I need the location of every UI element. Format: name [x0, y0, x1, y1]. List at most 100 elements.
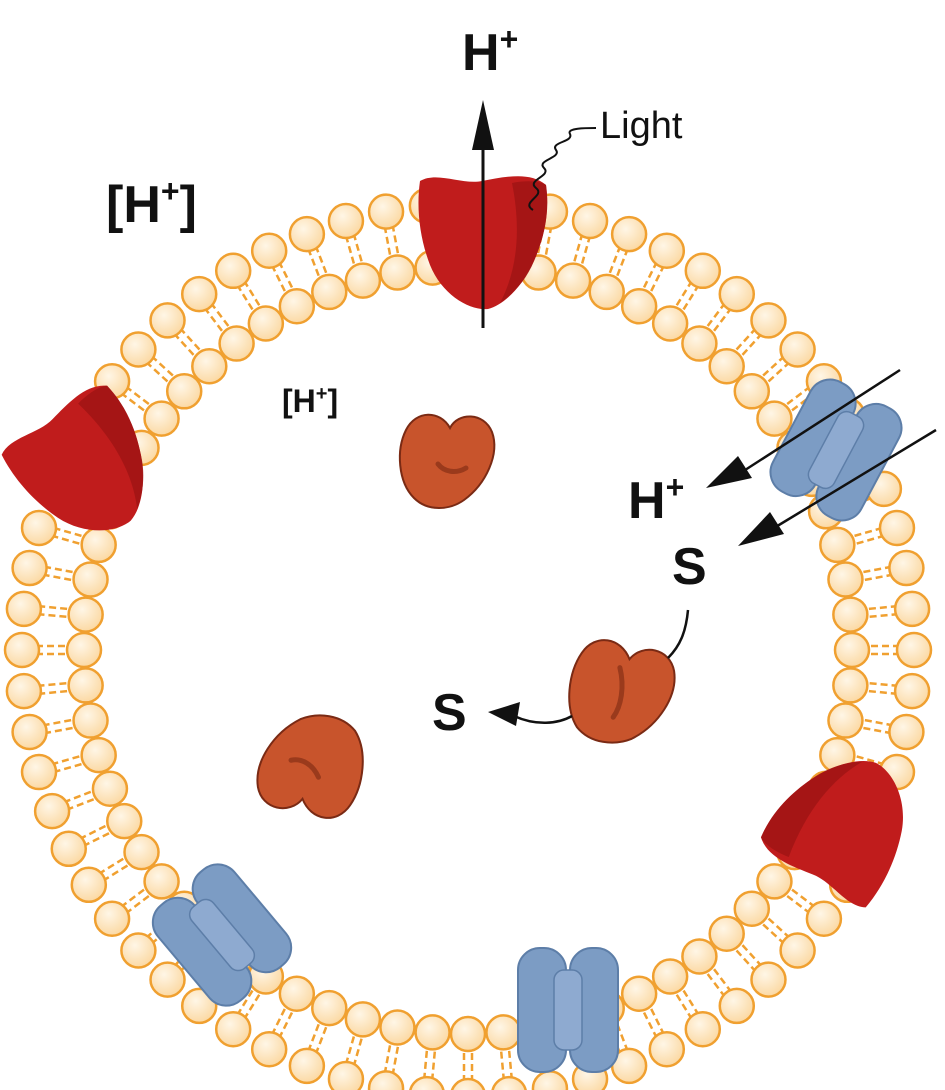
lipid-head	[888, 549, 925, 587]
lipid-head	[311, 273, 348, 311]
lipid-tail	[430, 1046, 437, 1081]
lipid-tail	[710, 964, 733, 994]
lipid-head	[888, 713, 925, 751]
lipid-tail	[859, 717, 894, 727]
symport-proton-label: H+	[628, 469, 684, 530]
proton-influx-arrow	[741, 368, 901, 474]
lipid-head	[67, 667, 104, 704]
lipid-tail	[63, 788, 96, 804]
lipid-tail	[242, 989, 263, 1021]
binding-protein-2	[568, 639, 676, 744]
lipid-tail	[314, 1022, 330, 1055]
lipid-head	[120, 932, 157, 969]
substrate-in-label: S	[672, 538, 707, 596]
lipid-head	[93, 900, 131, 938]
lipid-head	[278, 288, 316, 325]
lipid-head	[485, 1014, 522, 1051]
lipid-head	[367, 193, 405, 230]
lipid-head	[718, 987, 756, 1025]
lipid-tail	[51, 534, 85, 547]
lipid-tail	[732, 327, 758, 355]
lipid-head	[50, 830, 88, 868]
lipid-tail	[391, 1041, 401, 1076]
lipid-head	[65, 631, 103, 669]
lipid-tail	[209, 302, 233, 331]
lipid-heads	[3, 185, 933, 1090]
lipid-head	[91, 770, 129, 807]
lipid-head	[708, 915, 745, 953]
lipid-head	[72, 702, 109, 739]
lipid-tail	[679, 284, 700, 315]
lipid-head	[311, 989, 348, 1027]
lipid-tail	[242, 279, 263, 311]
lipid-tail	[863, 604, 898, 611]
lipid-head	[214, 252, 252, 290]
lipid-tail	[647, 1003, 666, 1036]
lipid-tail	[606, 245, 622, 278]
lipid-tail	[710, 306, 733, 336]
lipid-head	[684, 252, 722, 290]
lipid-head	[819, 526, 856, 564]
lipid-head	[648, 232, 686, 270]
lipid-tail	[78, 822, 111, 841]
lipid-tail	[679, 985, 700, 1016]
lipid-tail	[782, 385, 812, 408]
lipid-head	[588, 273, 625, 311]
lipid-head	[827, 561, 864, 598]
lipid-head	[70, 866, 108, 904]
lipid-head	[278, 975, 316, 1012]
lipid-head	[893, 672, 931, 710]
lipid-head	[648, 1030, 686, 1068]
lipid-tail	[499, 1046, 506, 1081]
lipid-tail	[51, 753, 85, 766]
lipid-tail	[344, 235, 357, 269]
substrate-release-curve	[513, 714, 573, 724]
lipid-tail	[37, 681, 72, 688]
lipid-head	[832, 667, 869, 704]
substrate-released-label: S	[432, 684, 467, 742]
lipid-tail	[314, 245, 330, 278]
lipid-tail	[858, 725, 893, 735]
lipid-tail	[352, 1033, 365, 1067]
lipid-head	[620, 288, 658, 325]
proton-efflux-arrowhead	[472, 100, 494, 150]
lipid-head	[610, 215, 648, 253]
lipid-head	[149, 302, 186, 339]
lipid-head	[327, 1060, 365, 1090]
lipid-head	[11, 549, 48, 587]
lipid-head	[805, 900, 843, 938]
lipid-tail	[787, 885, 816, 909]
lipid-tail	[66, 796, 99, 811]
lipid-tail	[277, 260, 296, 293]
lipid-tail	[53, 526, 87, 539]
lipid-tail	[383, 225, 393, 260]
light-wave	[528, 127, 597, 211]
lipid-head	[681, 938, 718, 975]
lipid-tail	[383, 1040, 393, 1075]
lipid-tail	[849, 526, 883, 539]
lipid-head	[5, 590, 43, 628]
substrate-influx-arrow	[773, 428, 937, 530]
lipid-head	[165, 373, 203, 410]
lipid-head	[554, 262, 592, 299]
lipid-tail	[37, 612, 72, 619]
lipid-tail	[307, 248, 322, 281]
lipid-tail	[120, 391, 149, 415]
lipid-tail	[307, 1019, 322, 1052]
binding-protein-3	[256, 714, 364, 819]
outside-proton-label: H+	[462, 21, 518, 82]
lipid-tail	[102, 861, 133, 882]
lipid-head	[733, 890, 771, 927]
lipid-head	[681, 325, 718, 362]
lipid-tail	[673, 279, 694, 311]
lipid-tail	[38, 689, 73, 696]
lipid-tail	[863, 689, 898, 696]
lipid-tail	[851, 753, 885, 766]
lipid-tail	[352, 233, 365, 267]
lipid-tail	[422, 1045, 429, 1080]
lipid-tail	[391, 224, 401, 259]
lipid-head	[214, 1010, 252, 1048]
lipid-head	[327, 202, 365, 240]
lipid-head	[414, 1014, 451, 1051]
